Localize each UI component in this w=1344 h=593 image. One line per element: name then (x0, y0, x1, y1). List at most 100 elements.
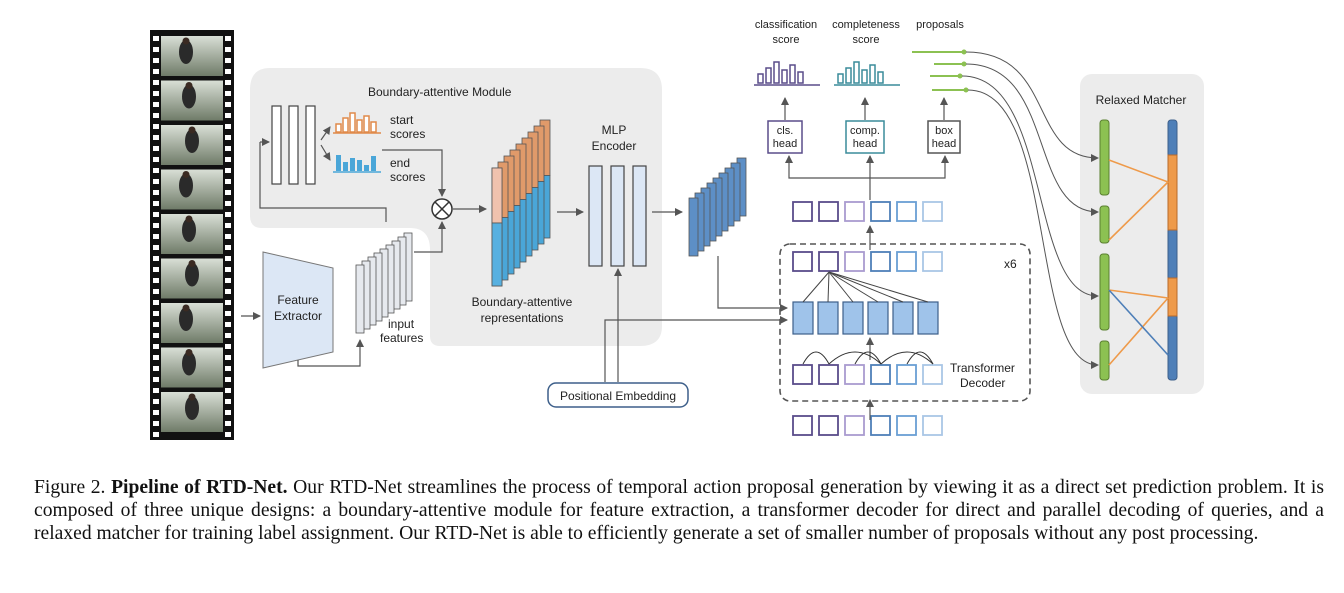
svg-text:completeness: completeness (832, 19, 900, 31)
query-box (844, 201, 865, 222)
start-scores-bars (333, 112, 381, 134)
sprocket-hole (225, 399, 231, 404)
player-figure (185, 396, 199, 420)
player-head (188, 393, 196, 401)
sprocket-hole (153, 322, 159, 327)
encoded-features-stack (688, 157, 747, 257)
query-box (922, 201, 943, 222)
query-box (870, 251, 891, 272)
sprocket-hole (153, 410, 159, 415)
multiply-node (431, 198, 453, 220)
proposal-segments (912, 49, 969, 93)
query-box (792, 251, 813, 272)
query-box (818, 364, 839, 385)
positional-embedding-label: Positional Embedding (560, 389, 676, 403)
sprocket-hole (153, 388, 159, 393)
relaxed-matcher-graph (1099, 119, 1178, 381)
query-box (922, 251, 943, 272)
svg-text:Feature: Feature (277, 293, 319, 307)
boundary-repr-label-1: Boundary-attentive (472, 295, 573, 309)
sprocket-hole (153, 102, 159, 107)
sprocket-hole (225, 410, 231, 415)
sprocket-hole (153, 124, 159, 129)
cls-head-label-1: cls. (777, 125, 794, 137)
sprocket-hole (225, 300, 231, 305)
query-box (792, 415, 813, 436)
matching-line (1108, 181, 1169, 241)
proposal-curve (965, 51, 1099, 162)
query-box (844, 364, 865, 385)
self-attention-arc (880, 351, 934, 365)
feature-slab-front-bottom (491, 222, 503, 287)
player-head (182, 171, 190, 178)
sprocket-hole (153, 146, 159, 151)
sprocket-hole (225, 212, 231, 217)
sprocket-hole (153, 267, 159, 272)
relaxed-matcher-title: Relaxed Matcher (1096, 93, 1187, 107)
cls-head (767, 120, 803, 154)
attention-line (828, 271, 904, 303)
sprocket-hole (225, 278, 231, 283)
sprocket-hole (225, 36, 231, 41)
figure-caption: Figure 2. Pipeline of RTD-Net. Our RTD-N… (34, 476, 1324, 545)
svg-text:end: end (390, 156, 410, 170)
boundary-module-title: Boundary-attentive Module (368, 85, 512, 99)
proposal-endpoint (961, 49, 967, 55)
player-figure (185, 262, 199, 287)
film-sprockets (153, 36, 231, 437)
sprocket-hole (153, 344, 159, 349)
feature-extractor-label-2: Extractor (274, 309, 322, 323)
sprocket-hole (153, 234, 159, 239)
query-box (896, 201, 917, 222)
classification-score-bars (754, 61, 820, 86)
sprocket-hole (225, 190, 231, 195)
feature-extractor (262, 251, 334, 369)
query-box (844, 251, 865, 272)
self-attention-arc (906, 351, 934, 365)
sprocket-hole (225, 267, 231, 272)
classification-score-label-1: classification (755, 19, 817, 31)
query-box (818, 251, 839, 272)
self-attention-arc (802, 351, 830, 365)
sprocket-hole (153, 432, 159, 437)
sprocket-hole (225, 91, 231, 96)
player-figure (182, 218, 196, 242)
transformer-decoder-box (779, 243, 1031, 402)
sprocket-hole (153, 300, 159, 305)
caption-prefix: Figure 2. (34, 477, 106, 498)
video-film-strip (150, 30, 234, 440)
sprocket-hole (225, 58, 231, 63)
query-box (896, 364, 917, 385)
player-head (182, 37, 190, 45)
sprocket-hole (225, 432, 231, 437)
sprocket-hole (153, 399, 159, 404)
query-box (818, 201, 839, 222)
box-head-label-2: head (932, 138, 956, 150)
query-box (792, 201, 813, 222)
attention-line (828, 271, 929, 303)
svg-text:MLP: MLP (602, 123, 627, 137)
sprocket-hole (153, 190, 159, 195)
proposal-endpoint (963, 87, 969, 93)
player-figure (179, 173, 193, 198)
svg-text:start: start (390, 113, 414, 127)
caption-body: Our RTD-Net streamlines the process of t… (34, 477, 1324, 544)
input-features-label-1: input (388, 317, 415, 331)
cross-feature-box (792, 301, 814, 335)
caption-title: Pipeline of RTD-Net. (111, 477, 288, 498)
sprocket-hole (153, 366, 159, 371)
video-frames (161, 36, 223, 432)
player-head (185, 215, 193, 223)
query-box (844, 415, 865, 436)
sprocket-hole (225, 102, 231, 107)
input-features-stack (355, 232, 413, 334)
query-box (922, 364, 943, 385)
feature-slab (688, 197, 699, 257)
repeat-label: x6 (1004, 257, 1017, 271)
attention-line (828, 271, 879, 303)
sprocket-hole (153, 91, 159, 96)
completeness-score-bars (834, 61, 900, 86)
sprocket-hole (225, 322, 231, 327)
ground-truth-segment (1099, 119, 1110, 196)
sprocket-hole (153, 355, 159, 360)
